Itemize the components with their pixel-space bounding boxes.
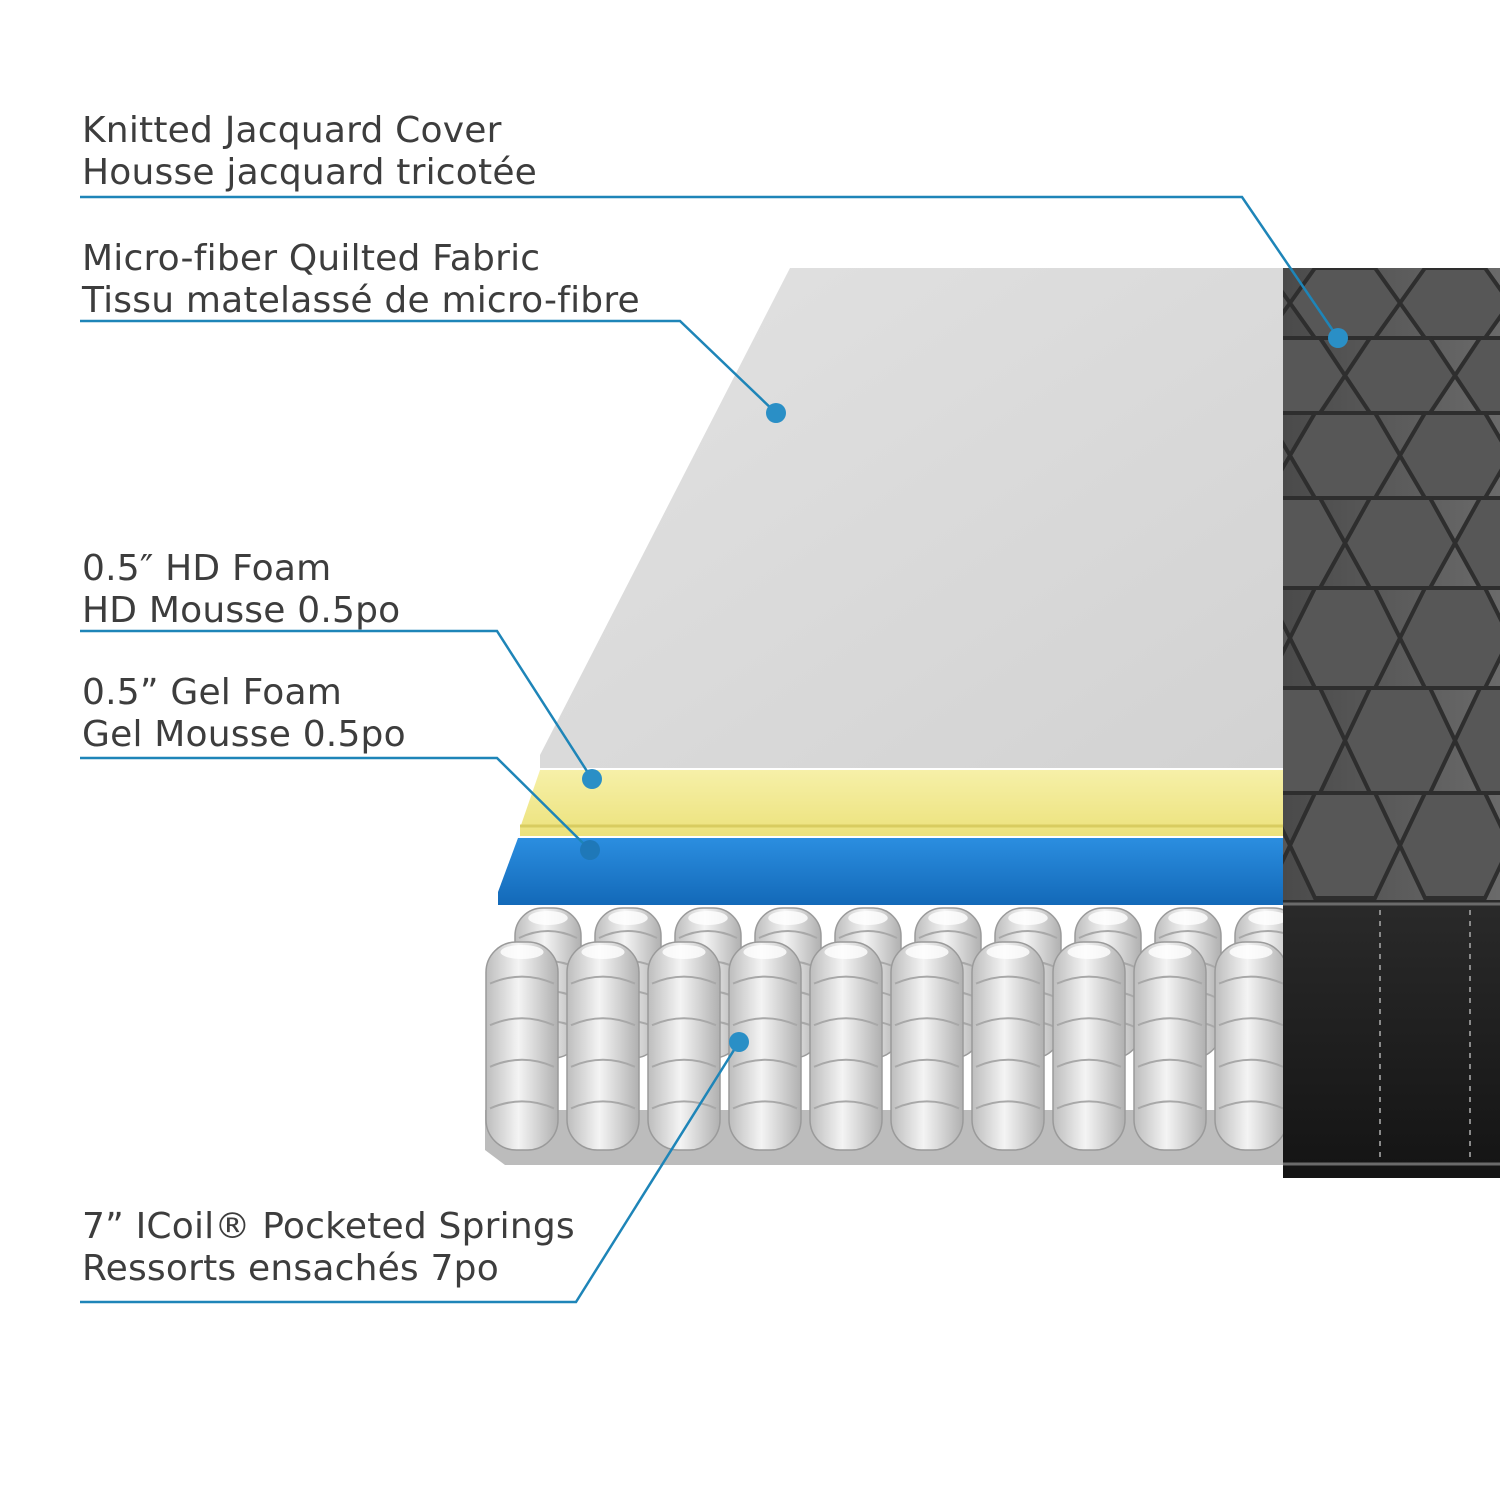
leader-line-gel-foam	[80, 756, 591, 851]
label-en: Knitted Jacquard Cover	[82, 110, 502, 151]
hex-cell	[1287, 268, 1403, 340]
label-en: Micro-fiber Quilted Fabric	[82, 238, 541, 279]
coil-front	[971, 941, 1045, 1151]
coil-front	[1052, 941, 1126, 1151]
hex-cell	[1452, 496, 1500, 590]
hex-cell	[1342, 686, 1458, 795]
label-fr: HD Mousse 0.5po	[82, 590, 401, 631]
mattress-border	[1283, 900, 1500, 1178]
hex-cell	[1283, 826, 1293, 865]
hd-foam-layer	[520, 770, 1290, 836]
hex-cell	[1452, 686, 1500, 795]
label-en: 0.5” Gel Foam	[82, 672, 343, 713]
label-fr: Gel Mousse 0.5po	[82, 714, 406, 755]
label-quilted-fabric: Micro-fiber Quilted Fabric Tissu matelas…	[82, 238, 640, 322]
callout-dot-hd-foam	[582, 769, 602, 789]
gel-foam-layer	[498, 838, 1290, 905]
hex-cell	[1283, 439, 1293, 472]
hex-cell	[1397, 791, 1500, 900]
hex-cell	[1287, 586, 1403, 690]
front-coil-row	[485, 941, 1288, 1151]
label-knitted-cover: Knitted Jacquard Cover Housse jacquard t…	[82, 110, 537, 194]
leader-line-quilted	[80, 319, 777, 414]
hex-cell	[1287, 791, 1403, 900]
callout-dot-cover	[1328, 328, 1348, 348]
label-springs: 7” ICoil® Pocketed Springs Ressorts ensa…	[82, 1206, 575, 1290]
hex-cell	[1283, 289, 1293, 317]
leader-line-hd-foam	[80, 629, 594, 780]
hex-cell	[1283, 619, 1293, 657]
label-fr: Tissu matelassé de micro-fibre	[82, 280, 640, 321]
coil-front	[647, 941, 721, 1151]
callout-dot-gel-foam	[580, 840, 600, 860]
callout-dot-quilted	[766, 403, 786, 423]
hex-cell	[1342, 336, 1458, 415]
callout-dot-springs	[729, 1032, 749, 1052]
hex-cell	[1342, 496, 1458, 590]
coil-front	[1133, 941, 1207, 1151]
coil-front	[728, 941, 802, 1151]
leader-line-cover	[80, 195, 1340, 339]
coil-front	[566, 941, 640, 1151]
coil-front	[1214, 941, 1288, 1151]
hexagon-quilt-pattern	[1283, 268, 1500, 900]
label-hd-foam: 0.5″ HD Foam HD Mousse 0.5po	[82, 548, 400, 632]
hex-cell	[1287, 411, 1403, 500]
hex-cell	[1452, 336, 1500, 415]
leader-line-springs	[80, 1041, 741, 1304]
coil-front	[890, 941, 964, 1151]
label-gel-foam: 0.5” Gel Foam Gel Mousse 0.5po	[82, 672, 406, 756]
label-en: 7” ICoil® Pocketed Springs	[82, 1206, 575, 1247]
label-en: 0.5″ HD Foam	[82, 548, 332, 589]
coil-front	[485, 941, 559, 1151]
label-fr: Ressorts ensachés 7po	[82, 1248, 499, 1289]
quilted-fabric-layer	[540, 268, 1290, 768]
label-fr: Housse jacquard tricotée	[82, 152, 538, 193]
coil-front	[809, 941, 883, 1151]
